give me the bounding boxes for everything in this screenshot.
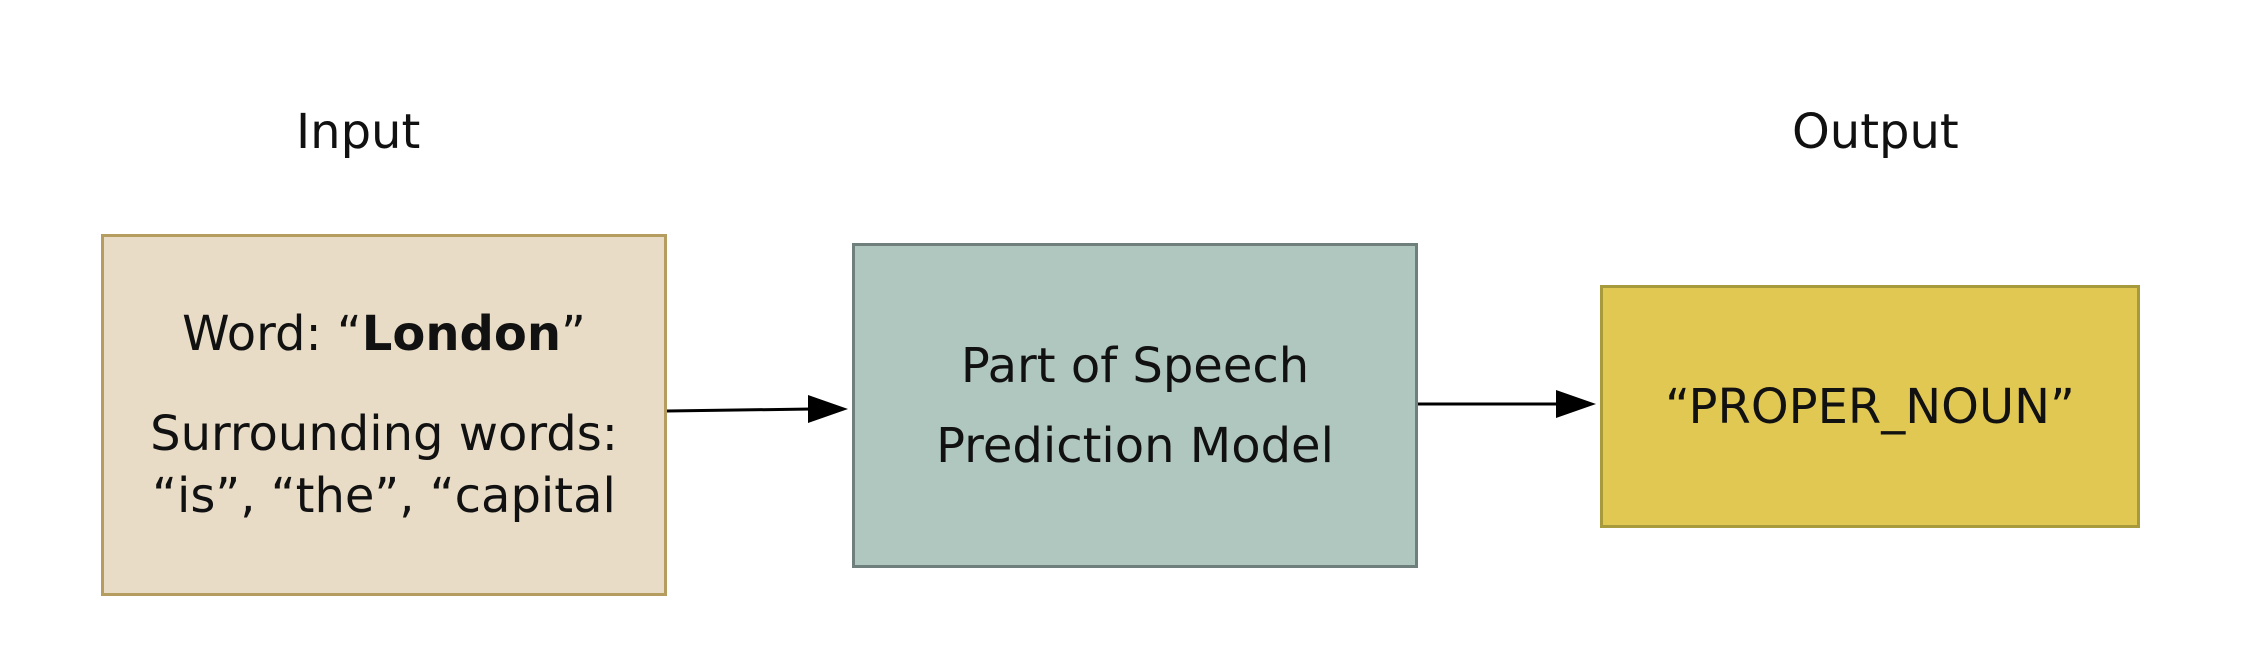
input-heading: Input <box>296 104 421 160</box>
surrounding-words: “is”, “the”, “capital <box>152 468 616 524</box>
output-heading: Output <box>1792 104 1959 160</box>
arrow-model-to-output <box>1418 390 1596 418</box>
arrow-input-to-model <box>666 395 848 423</box>
word-line: Word: “London” <box>182 303 586 365</box>
surrounding-label: Surrounding words: <box>150 406 618 462</box>
model-title-line1: Part of Speech <box>960 337 1310 394</box>
arrow-shaft <box>666 407 813 413</box>
input-box: Word: “London” Surrounding words: “is”, … <box>101 234 667 596</box>
arrow-head <box>808 395 848 423</box>
output-label: “PROPER_NOUN” <box>1665 378 2075 435</box>
arrow-head <box>1556 390 1596 418</box>
word-value: London <box>361 306 562 362</box>
model-title-line2: Prediction Model <box>936 417 1334 474</box>
model-box: Part of Speech Prediction Model <box>852 243 1418 568</box>
word-suffix: ” <box>561 306 586 362</box>
word-prefix: Word: “ <box>182 306 362 362</box>
output-box: “PROPER_NOUN” <box>1600 285 2140 528</box>
